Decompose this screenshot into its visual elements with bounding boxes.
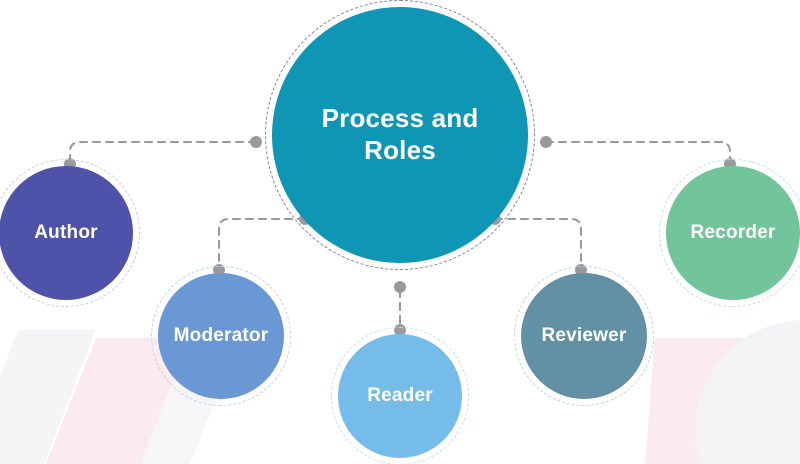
connector-hub-to-author bbox=[64, 136, 262, 170]
node-recorder[interactable]: Recorder bbox=[666, 166, 800, 300]
connector-hub-to-reviewer bbox=[489, 213, 587, 276]
connector-hub-to-moderator bbox=[213, 213, 311, 276]
node-moderator[interactable]: Moderator bbox=[158, 273, 284, 399]
node-label-reader: Reader bbox=[367, 385, 433, 407]
gray-circle-right-shape bbox=[695, 320, 800, 464]
node-label-recorder: Recorder bbox=[690, 222, 776, 244]
node-label-author: Author bbox=[34, 222, 98, 244]
node-reviewer[interactable]: Reviewer bbox=[521, 273, 647, 399]
connector-hub-to-reader bbox=[394, 281, 406, 336]
node-label-reviewer: Reviewer bbox=[541, 325, 627, 347]
connector-hub-to-recorder bbox=[540, 136, 736, 170]
gray-stripe-left-shape bbox=[0, 330, 96, 464]
node-author[interactable]: Author bbox=[0, 166, 133, 300]
node-process-and-roles[interactable]: Process and Roles bbox=[272, 7, 528, 263]
node-label-process-and-roles: Process and Roles bbox=[321, 103, 479, 165]
node-label-moderator: Moderator bbox=[173, 325, 269, 347]
pink-stripe-right-shape bbox=[645, 338, 755, 464]
node-reader[interactable]: Reader bbox=[338, 334, 462, 458]
